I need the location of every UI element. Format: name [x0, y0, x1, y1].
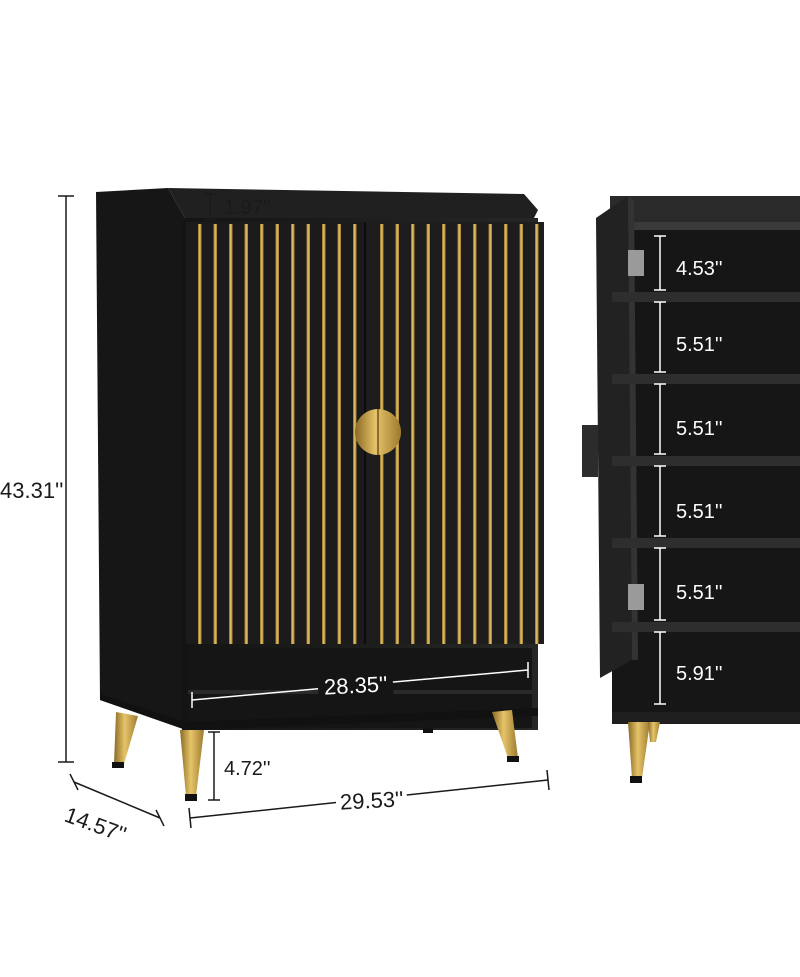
gold-stripe	[473, 224, 477, 644]
shelf-board	[612, 538, 800, 548]
shelf-board	[612, 622, 800, 632]
gold-stripe	[337, 224, 341, 644]
gold-stripe	[426, 224, 430, 644]
shelf-height-5: 5.51''	[676, 582, 723, 604]
door-left	[186, 222, 364, 644]
dimension-inner-width: 28.35''	[317, 671, 395, 701]
right-leg-back	[648, 722, 660, 742]
cabinet-top	[168, 188, 538, 222]
gold-stripe	[519, 224, 523, 644]
gold-stripe	[457, 224, 461, 644]
gold-stripe	[244, 224, 248, 644]
dimension-top-gap: 1.97''	[224, 197, 271, 219]
gold-stripes	[198, 224, 539, 644]
dimension-height: 43.31''	[0, 478, 64, 504]
gold-stripe	[411, 224, 415, 644]
shelf-height-6: 5.91''	[676, 663, 723, 685]
shelf-board	[612, 456, 800, 466]
gold-stripe	[504, 224, 508, 644]
gold-stripe	[535, 224, 539, 644]
leg-left-front	[180, 730, 204, 796]
hinge-top	[628, 250, 644, 276]
shelves	[612, 292, 800, 632]
shelf-height-1: 4.53''	[676, 258, 723, 280]
leg-left-back	[114, 712, 138, 764]
open-cabinet	[582, 196, 800, 783]
gold-stripe	[353, 224, 357, 644]
gold-stripe	[213, 224, 217, 644]
gold-stripe	[442, 224, 446, 644]
gold-stripe	[322, 224, 326, 644]
gold-stripe	[229, 224, 233, 644]
dimension-width: 29.53''	[335, 786, 409, 816]
gold-stripe	[260, 224, 264, 644]
cabinet-interior	[612, 230, 800, 720]
hinge-bottom	[628, 584, 644, 610]
shelf-height-2: 5.51''	[676, 334, 723, 356]
front-cabinet	[96, 188, 544, 801]
gold-stripe	[488, 224, 492, 644]
dimension-leg-height: 4.72''	[224, 758, 271, 780]
leg-right-front	[492, 710, 518, 758]
shelf-board	[612, 374, 800, 384]
open-door	[596, 196, 632, 678]
right-leg-front	[628, 722, 650, 778]
gold-stripe	[306, 224, 310, 644]
cabinet-side-panel	[96, 188, 186, 730]
gold-stripe	[291, 224, 295, 644]
shelf-height-3: 5.51''	[676, 418, 723, 440]
shelf-height-4: 5.51''	[676, 501, 723, 523]
shelf-board	[612, 292, 800, 302]
gold-stripe	[275, 224, 279, 644]
gold-stripe	[198, 224, 202, 644]
